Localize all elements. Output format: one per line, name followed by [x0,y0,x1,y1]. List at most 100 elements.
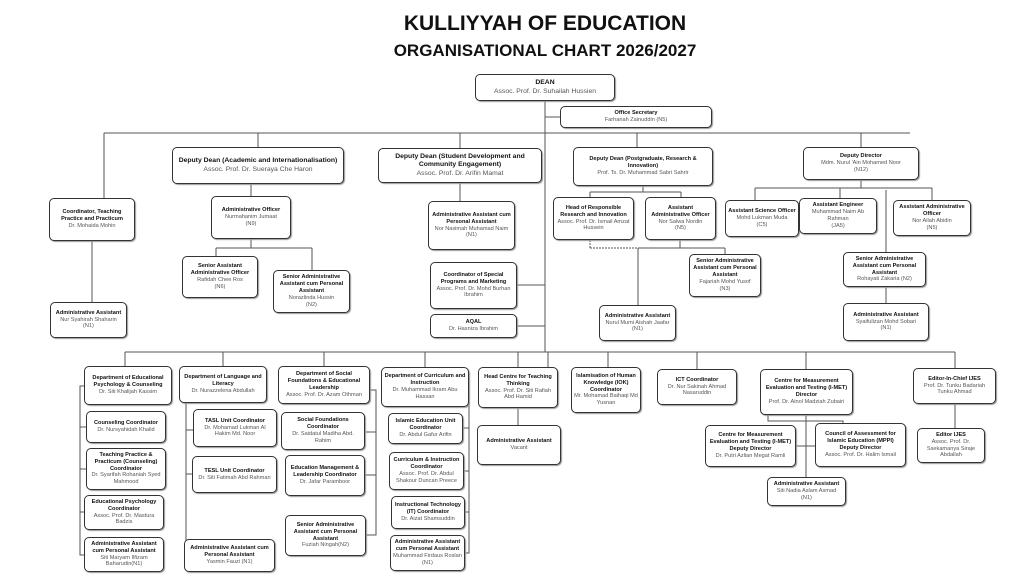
node-grade: (N1) [83,323,94,330]
node-name: Nor Salwa Nordin [658,218,703,225]
node-title: Department of Language and Literacy [184,374,262,387]
node-name: Assoc. Prof. Dr. Halim Ismail [825,451,896,458]
org-node-iok-coord: Islamisation of Human Knowledge (IOK) Co… [571,367,641,413]
node-name: Nurmahanim Jumaat [225,214,277,220]
org-node-senior-admin-pa-rohayati: Senior Administrative Assistant cum Pers… [843,252,926,287]
node-title: Coordinator, Teaching Practice and Pract… [61,209,123,222]
node-name: Mr. Mohamad Baihaqi Md Yusnan [574,393,638,407]
org-node-admin-pa-maryam: Administrative Assistant cum Personal As… [84,537,164,572]
node-name: Assoc. Prof. Dr. Ismail Amzat Hussein [557,218,630,232]
chart-title: KULLIYYAH OF EDUCATION [403,12,687,35]
org-node-head-rri: Head of Responsible Research and Innovat… [553,197,634,240]
org-node-dd-postgrad: Deputy Dean (Postgraduate, Research & In… [573,147,713,186]
node-name: Assoc. Prof. Dr. Siti Rafiah Abd Hamid [485,387,551,401]
org-node-edmgmt-coord: Education Management & Leadership Coordi… [285,455,365,496]
chart-subtitle: ORGANISATIONAL CHART 2026/2027 [393,41,697,60]
node-name: Syaifulizan Mohd Sobari [855,318,917,325]
node-grade: (N1) [632,326,643,333]
org-node-imet-deputy: Centre for Measurement Evaluation and Te… [705,425,796,467]
node-name: Fajariah Mohd Yusof [699,278,751,285]
node-title: DEAN [535,79,555,87]
node-name: Muhammad Firdaus Roslan (N1) [393,553,462,566]
node-name: Nor Ailah Abidin [912,218,952,224]
node-title: Department of Curriculum and Instruction [384,373,466,387]
node-title: Instructional Technology (IT) Coordinato… [394,502,462,515]
org-node-dept-psych: Department of Educational Psychology & C… [84,366,172,405]
org-node-admin-pa-student: Administrative Assistant cum Personal As… [428,201,515,250]
node-name: Dr. Syarifah Rohaniah Syed Mahmood [91,472,161,486]
org-node-dd-academic: Deputy Dean (Academic and Internationali… [172,147,344,184]
node-title: Department of Social Foundations & Educa… [287,371,361,391]
org-node-dept-social: Department of Social Foundations & Educa… [278,366,370,404]
node-name: Prof. Dr. Ainol Madziah Zubairi [768,398,845,405]
node-grade: (N3) [719,285,731,292]
node-title: Curriculum & Instruction Coordinator [393,457,460,471]
node-title: Assistant Engineer [812,202,864,209]
node-name: Rohayati Zakaria (N2) [857,276,912,283]
node-title: TESL Unit Coordinator [204,467,265,474]
node-name: Dr. Siti Khalijah Kassim [99,388,157,395]
node-name: Prof. Ts. Dr. Muhammad Sabri Sahrir [597,169,689,176]
node-title: Deputy Dean (Postgraduate, Research & In… [589,156,697,169]
node-name: Vacant [510,445,528,451]
node-title: Administrative Assistant [486,438,552,445]
node-title: Coordinator of Special Programs and Mark… [440,271,507,285]
node-name: Prof. Dr. Tunku Badariah Tunku Ahmad [923,382,986,396]
node-name: Dr. Saidatul Madiha Abd. Rahim [292,431,354,444]
node-title: TASL Unit Coordinator [204,417,266,424]
node-title: Head of Responsible Research and Innovat… [560,204,627,218]
node-title: Assistant Science Officer [728,208,796,215]
node-grade: (N1) [801,494,812,501]
node-title: Islamic Education Unit Coordinator [395,418,456,431]
org-node-senior-admin-pa-acad: Senior Administrative Assistant cum Pers… [273,270,350,313]
node-name: Assoc. Prof. Dr. Suhailah Hussien [494,87,596,95]
node-name: Muhammad Naim Ab Rahman [811,209,865,222]
node-title: Deputy Dean (Student Development and Com… [395,152,525,169]
node-name: Rafidah Chee Ros [197,277,243,283]
node-name: Mdm. Nurul 'Ain Mohamed Noor [821,160,901,166]
node-title: Deputy Dean (Academic and Internationali… [178,157,338,165]
node-name: Dr. Mohamad Lukman Al Hakim Md. Noor [204,424,266,438]
org-node-dept-curriculum: Department of Curriculum and Instruction… [381,367,469,407]
node-name: Assoc. Prof. Dr. Abdul Shakour Duncan Pr… [396,471,457,484]
node-grade: (N5) [926,224,938,231]
node-name: Dr. Abdul Gafur Arifin [399,431,452,438]
org-node-senior-admin-pa-fajariah: Senior Administrative Assistant cum Pers… [689,254,761,297]
node-grade: (N5) [675,225,686,232]
org-node-coord-special: Coordinator of Special Programs and Mark… [430,262,517,309]
node-title: Islamisation of Human Knowledge (IOK) Co… [576,372,636,393]
node-name: Assoc. Prof. Dr. Sueraya Che Haron [203,165,313,173]
node-title: ICT Coordinator [675,376,719,383]
node-name: Yasmin Fauzi (N1) [206,558,253,565]
node-title: Administrative Officer [221,207,281,214]
node-name: Assoc. Prof. Dr. Azam Othman [286,391,362,398]
node-title: Editor-In-Chief IJES [928,375,981,382]
node-title: Administrative Assistant [773,481,840,488]
node-name: Nor Nasimah Muhamad Naim (N1) [434,225,509,239]
node-name: Dr. Nursyahidah Khalid [97,427,155,433]
node-title: Senior Administrative Assistant cum Pers… [293,521,358,542]
org-node-mppi-deputy: Council of Assessment for Islamic Educat… [815,423,906,467]
node-name: Assoc. Prof. Dr. Ssekamanya Siraje Abdal… [926,438,976,459]
node-name: Dr. Siti Fatimah Abd Rahman [198,474,271,481]
